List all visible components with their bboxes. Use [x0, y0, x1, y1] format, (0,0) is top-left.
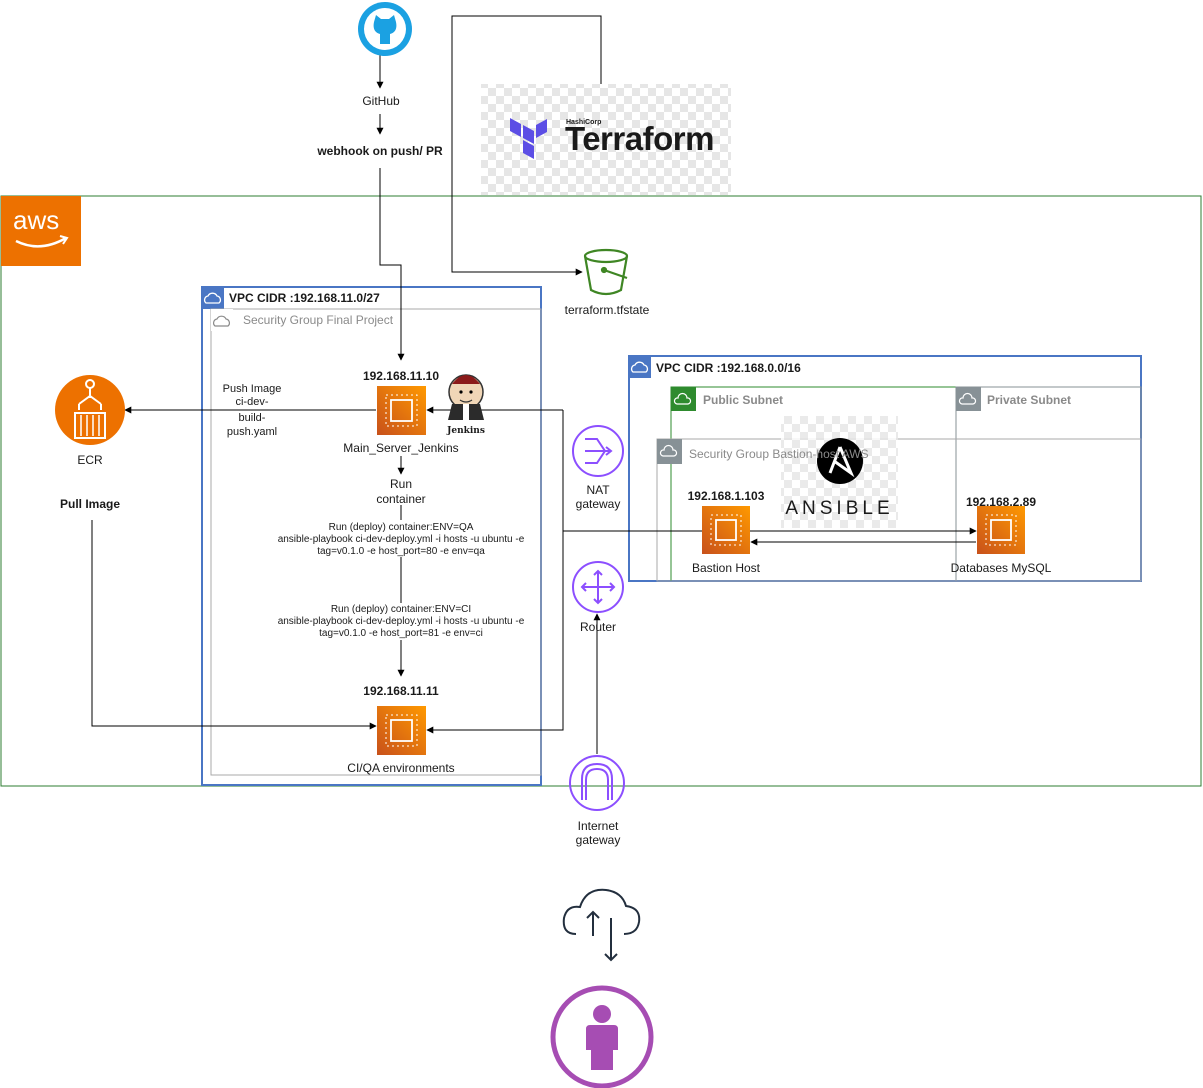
bastion-label: Bastion Host: [691, 561, 761, 575]
ip-jenkins: 192.168.11.10: [362, 369, 440, 383]
db-label: Databases MySQL: [950, 561, 1052, 575]
jenkins-icon: [448, 374, 484, 420]
deploy-ci-line-1: Run (deploy) container:ENV=CI: [330, 604, 472, 615]
security-group-bastion: [656, 438, 1142, 582]
deploy-qa-line-1: Run (deploy) container:ENV=QA: [328, 522, 474, 533]
s3-bucket-icon: [583, 248, 629, 296]
deploy-qa-line-2: ansible-playbook ci-dev-deploy.yml -i ho…: [277, 534, 525, 545]
ec2-instance-icon: [377, 386, 426, 435]
ansible-label: ANSIBLE: [785, 498, 894, 519]
deploy-ci-line-3: tag=v0.1.0 -e host_port=81 -e env=ci: [319, 628, 483, 639]
security-group-icon: [659, 444, 678, 457]
sg-final-label: Security Group Final Project: [243, 313, 394, 327]
internet-gateway-icon: [569, 755, 625, 811]
deploy-ci-line-2: ansible-playbook ci-dev-deploy.yml -i ho…: [277, 616, 525, 627]
aws-label: aws: [13, 205, 60, 235]
ip-bastion: 192.168.1.103: [687, 489, 765, 503]
ec2-instance-icon: [377, 706, 426, 755]
ci-qa-label: CI/QA environments: [347, 761, 455, 775]
public-subnet-icon: [673, 392, 692, 405]
private-subnet-icon: [958, 392, 977, 405]
ip-ci: 192.168.11.11: [363, 684, 439, 698]
nat-line-1: NAT: [586, 483, 610, 497]
github-label: GitHub: [362, 94, 400, 108]
webhook-label: webhook on push/ PR: [317, 144, 443, 158]
tfstate-label: terraform.tfstate: [564, 303, 650, 317]
run-container-line-2: container: [376, 492, 426, 506]
push-image-line-2: ci-dev-: [235, 396, 269, 408]
private-subnet-label: Private Subnet: [987, 393, 1072, 407]
vpc-icon: [630, 361, 649, 373]
sg-bastion-label: Security Group Bastion-host AWS: [689, 447, 869, 461]
ansible-logo: [781, 416, 898, 528]
jenkins-tag: Jenkins: [447, 426, 485, 436]
igw-line-2: gateway: [575, 833, 621, 847]
security-group-icon: [213, 315, 230, 327]
cloud-upload-download-icon: [562, 888, 641, 962]
terraform-logo: [481, 84, 731, 195]
vpc-icon: [203, 292, 222, 304]
terraform-name: Terraform: [565, 120, 714, 157]
aws-logo: [1, 196, 81, 266]
ecr-label: ECR: [77, 453, 103, 467]
vpc2-label: VPC CIDR :192.168.0.0/16: [656, 361, 801, 375]
connectors: [91, 15, 977, 754]
push-image-line-4: push.yaml: [226, 426, 278, 438]
ecr-icon: [55, 375, 125, 445]
igw-line-1: Internet: [577, 819, 619, 833]
ec2-instance-icon: [977, 506, 1025, 554]
router-label: Router: [579, 620, 617, 634]
security-group-final-project: [210, 308, 542, 776]
aws-cloud-group: [0, 195, 1202, 787]
terraform-brand: HashiCorp: [566, 119, 602, 126]
main-server-label: Main_Server_Jenkins: [343, 441, 459, 455]
public-subnet-label: Public Subnet: [703, 393, 784, 407]
deploy-qa-line-3: tag=v0.1.0 -e host_port=80 -e env=qa: [317, 546, 485, 557]
github-icon: [358, 2, 412, 56]
ec2-instance-icon: [702, 506, 750, 554]
pull-image-label: Pull Image: [59, 497, 121, 511]
nat-line-2: gateway: [575, 497, 621, 511]
run-container-line-1: Run: [389, 477, 412, 491]
ip-db: 192.168.2.89: [965, 495, 1037, 509]
router-icon: [572, 561, 624, 613]
user-icon: [550, 985, 654, 1088]
nat-gateway-icon: [572, 425, 624, 477]
vpc1-label: VPC CIDR :192.168.11.0/27: [229, 291, 380, 305]
push-image-line-1: Push Image: [222, 383, 282, 395]
push-image-line-3: build-: [238, 412, 266, 424]
